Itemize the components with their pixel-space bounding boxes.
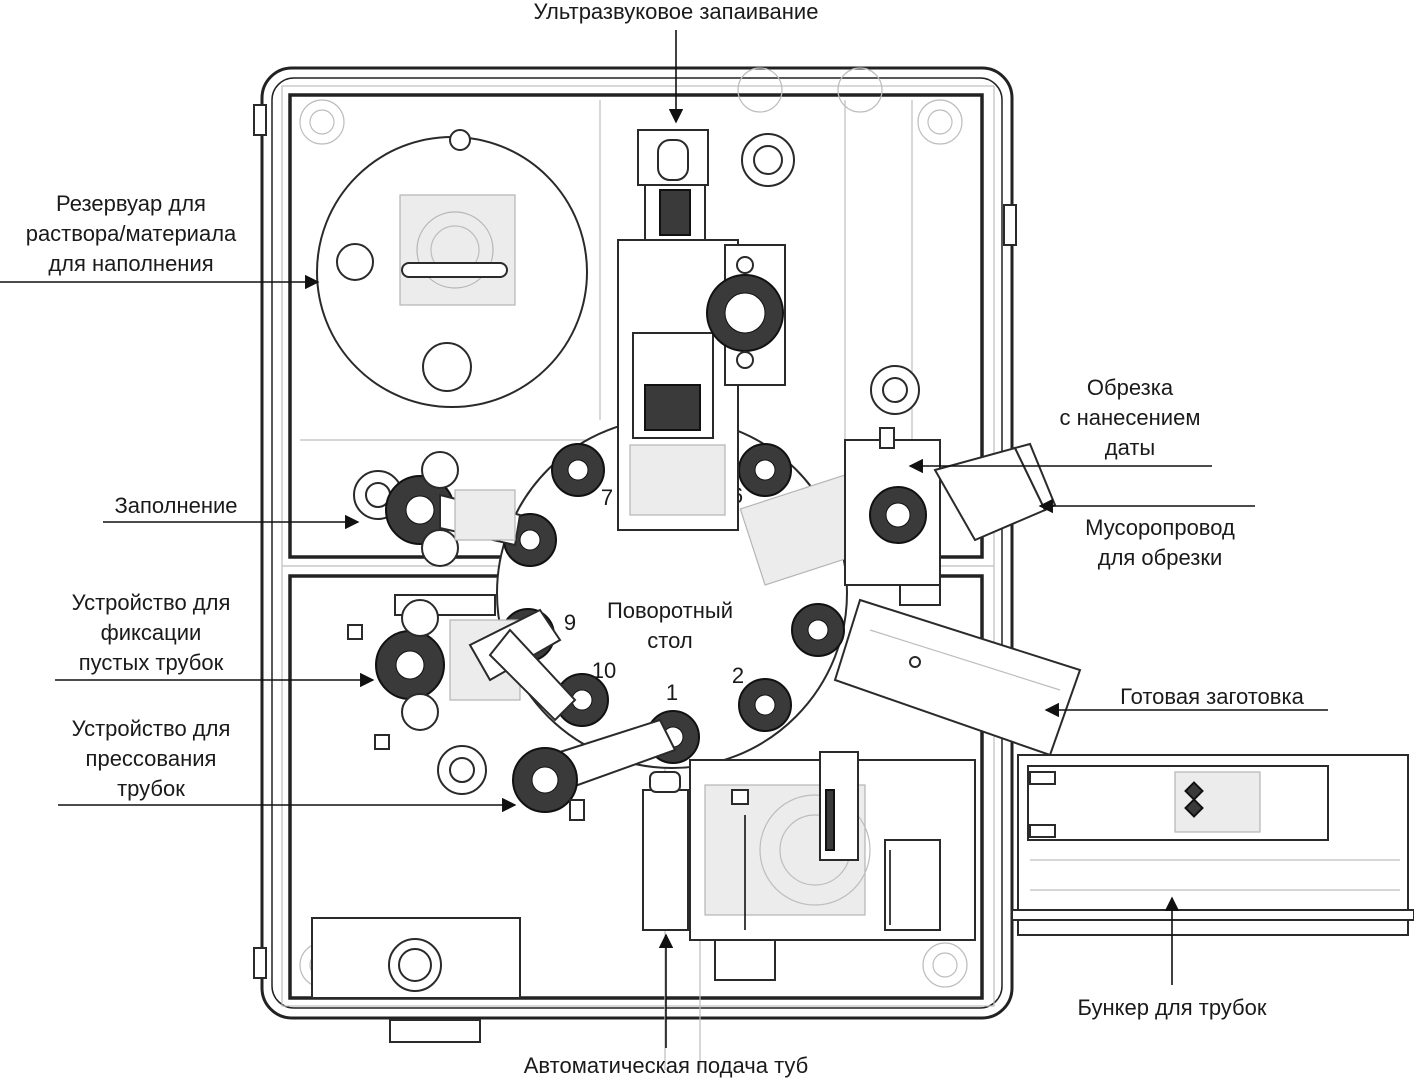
station-number-10: 10	[592, 658, 616, 683]
station-number-2: 2	[732, 663, 744, 688]
filling-unit	[353, 451, 522, 567]
pressing-device	[437, 718, 677, 821]
trash-chute	[933, 442, 1057, 542]
label-trimming-line1: Обрезка	[1087, 375, 1174, 400]
callout-lines	[0, 30, 1328, 1048]
tube-hopper	[1011, 754, 1414, 936]
label-trimming-line3: даты	[1105, 435, 1155, 460]
label-auto-feed: Автоматическая подача туб	[524, 1053, 809, 1078]
label-pressing-device-line1: Устройство для	[72, 716, 231, 741]
label-reservoir-line2: раствора/материала	[26, 221, 237, 246]
label-rotary-table-line2: стол	[647, 628, 692, 653]
machine-frame	[253, 66, 1017, 1020]
label-fixing-device-line3: пустых трубок	[79, 650, 224, 675]
auto-feed-unit	[389, 751, 976, 1043]
label-tube-hopper: Бункер для трубок	[1077, 995, 1266, 1020]
label-trash-chute-line2: для обрезки	[1098, 545, 1223, 570]
label-fixing-device-line1: Устройство для	[72, 590, 231, 615]
label-filling: Заполнение	[114, 493, 237, 518]
reservoir	[316, 129, 588, 408]
label-fixing-device-line2: фиксации	[101, 620, 202, 645]
label-rotary-table-line1: Поворотный	[607, 598, 733, 623]
bottom-tray	[311, 917, 521, 999]
label-pressing-device-line3: трубок	[117, 776, 185, 801]
station-number-7: 7	[601, 485, 613, 510]
label-reservoir-line1: Резервуар для	[56, 191, 206, 216]
label-pressing-device-line2: прессования	[86, 746, 217, 771]
label-reservoir-line3: для наполнения	[48, 251, 213, 276]
label-finished-blank: Готовая заготовка	[1120, 684, 1304, 709]
label-trimming-line2: с нанесением	[1060, 405, 1201, 430]
finished-blank-chute	[833, 598, 1082, 757]
station-number-9: 9	[564, 610, 576, 635]
label-ultrasonic-sealing: Ультразвуковое запаивание	[534, 0, 819, 24]
label-trash-chute-line1: Мусоропровод	[1085, 515, 1235, 540]
ultrasonic-sealing-unit	[617, 129, 920, 531]
trimming-unit	[739, 427, 941, 606]
station-number-1: 1	[666, 680, 678, 705]
fixing-device	[347, 594, 577, 750]
